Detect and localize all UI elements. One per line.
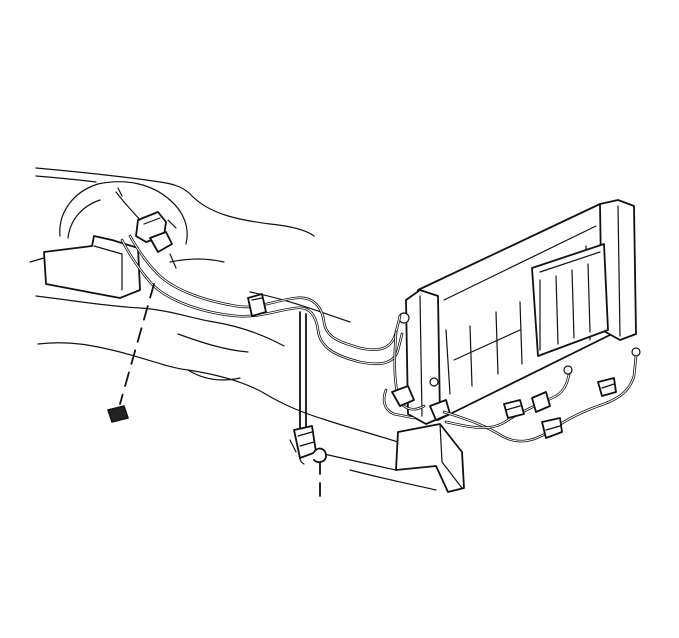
frame-outline [29, 167, 465, 493]
radiator [398, 199, 641, 425]
line-clip [247, 293, 267, 317]
cooler-line-lower [120, 238, 404, 366]
callout-leader-left [107, 283, 155, 423]
radiator-tank-lines [382, 330, 451, 421]
bracket-clip [289, 425, 327, 463]
auxiliary-cooler-lines [442, 354, 638, 443]
cooler-line-upper [128, 234, 402, 352]
callout-leader-center [299, 311, 321, 497]
arrow-tick [117, 187, 123, 197]
transmission-fittings [115, 191, 177, 269]
